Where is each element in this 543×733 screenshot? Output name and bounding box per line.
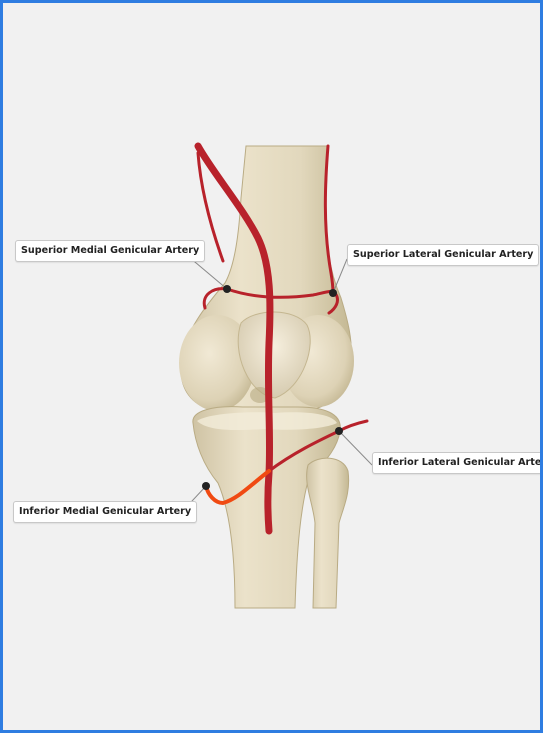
knee-anatomy-illustration xyxy=(3,3,540,730)
label-superior-lateral-genicular-artery[interactable]: Superior Lateral Genicular Artery xyxy=(347,244,539,266)
label-inferior-lateral-genicular-artery[interactable]: Inferior Lateral Genicular Artery xyxy=(372,452,543,474)
marker-inferior-lateral[interactable] xyxy=(335,427,343,435)
pointer-line-ilga xyxy=(339,431,372,465)
label-superior-medial-genicular-artery[interactable]: Superior Medial Genicular Artery xyxy=(15,240,205,262)
label-inferior-medial-genicular-artery[interactable]: Inferior Medial Genicular Artery xyxy=(13,501,197,523)
marker-superior-lateral[interactable] xyxy=(329,289,337,297)
fibula-bone xyxy=(307,458,349,608)
pointer-line-slga xyxy=(333,259,347,293)
marker-inferior-medial[interactable] xyxy=(202,482,210,490)
marker-superior-medial[interactable] xyxy=(223,285,231,293)
